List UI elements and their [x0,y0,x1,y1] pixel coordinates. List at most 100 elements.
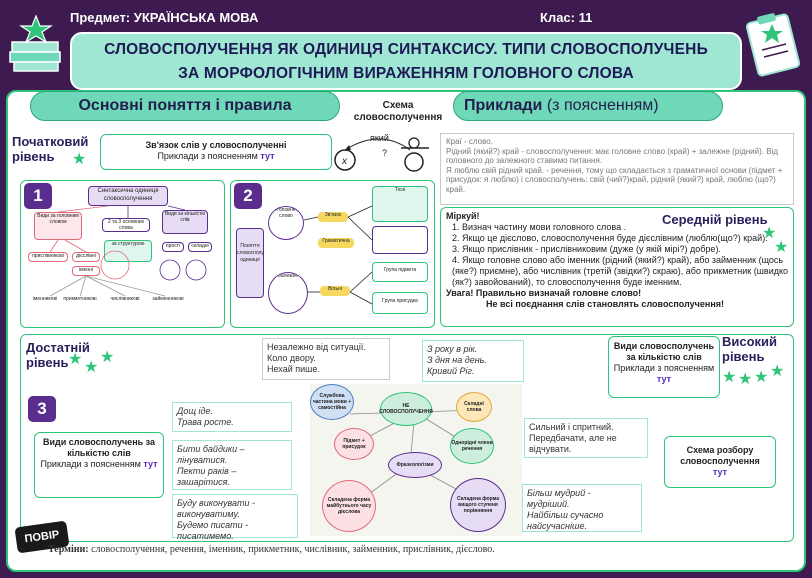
types-box-title: Види словосполучень за кількістю слів [42,437,156,458]
d2-node-a: Головне слово [268,206,304,240]
examples-heading-main: Приклади [464,97,543,114]
mindmap-center: НЕ СЛОВОСПОЛУЧЕННЯ [379,392,433,426]
d2-connectors [303,205,373,305]
d1-node-f: іменні [72,266,100,276]
star-icon: ★ [762,225,777,242]
types-box-2-line: Приклади з поясненням тут [613,363,715,385]
d1-node-a: Види за головним словом [34,212,82,240]
d1-top-node: Синтаксична одиниця словосполучення [88,186,168,206]
example-line-2: Рідний (який?) край - словосполучення: м… [446,146,778,166]
examples-heading-note: (з поясненням) [546,97,659,114]
types-box-text: Приклади з поясненням [40,459,141,469]
d1-node-h: прості [162,242,184,252]
d1-node-g: за структурою [104,240,152,262]
high-level-title: Високий рівень [722,334,778,364]
terms-text: словосполучення, речення, іменник, прикм… [91,544,495,555]
examples-heading: Приклади (з поясненням) [453,91,723,121]
header-bar: Предмет: УКРАЇНСЬКА МОВА Клас: 11 [0,0,812,34]
star-icon: ★ [84,359,99,376]
d2-node-b: Залежне [268,272,308,314]
think-item-1-text: Визнач частину мови головного слова . [462,222,627,232]
sufficient-level-title: Достатній рівень [26,340,90,370]
types-box-2-text: Приклади з поясненням [613,363,715,373]
scheme-diagram: x який ? [334,133,429,172]
d2-node-g: Група підмета [372,262,428,282]
star-icon: ★ [754,369,769,386]
star-icon: ★ [72,151,87,168]
terms-label: Терміни: [48,544,89,555]
star-icon: ★ [738,371,753,388]
books-illustration [9,14,61,72]
scheme-title: Схема словосполучення [353,100,443,123]
star-icon: ★ [68,351,83,368]
mindmap-node-6: Складена форма майбутнього часу дієслова [322,480,376,532]
scheme-question-1: який [370,133,389,143]
mindmap-node-1: Службова частина мови + самостійна [310,384,354,420]
think-item-1: 1. Визнач частину мови головного слова . [452,222,627,232]
example-bubble-6: Буду виконувати - виконуватиму. Будемо п… [172,494,298,541]
example-bubble-2: З року в рік. З дня на день. Кривий Ріг. [422,340,524,382]
example-bubble-1: Незалежно від ситуації. Коло двору. Неха… [262,338,390,380]
types-box-link[interactable]: тут [143,459,158,469]
think-item-4: 4. Якщо головне слово або іменник (рідни… [452,255,789,287]
mindmap-node-3: Підмет + присудок [334,428,374,460]
class-label: Клас: 11 [540,10,593,25]
think-warning-2: Не всі поєднання слів становлять словосп… [486,299,724,309]
types-box-2-title: Види словосполучень за кількістю слів [613,341,715,362]
d2-node-d: Граматична [318,238,354,248]
initial-box: Зв'язок слів у словосполученні Приклади … [100,134,332,170]
think-warning-1: Увага! Правильно визначай головне слово! [446,288,642,298]
d1-node-b: 2 та 3 основних слова [102,218,150,232]
d1-node-k: прикметникові [63,296,97,302]
title-line-2: ЗА МОРФОЛОГІЧНИМ ВИРАЖЕННЯМ ГОЛОВНОГО СЛ… [178,65,634,82]
middle-level-title: Середній рівень [662,212,792,227]
think-item-4-text: Якщо головне слово або іменник (рідний (… [452,255,789,287]
number-badge-1: 1 [24,183,52,209]
mindmap-node-2: Складні слова [456,392,492,422]
d1-node-j: іменникові [32,296,58,302]
think-item-2: 2. Якщо це дієслово, словосполучення буд… [452,233,768,243]
d2-node-e: Вільні [320,286,350,296]
parse-box-link[interactable]: тут [712,467,728,477]
think-item-2-text: Якщо це дієслово, словосполучення буде д… [462,233,768,243]
d2-node-h: Група присудка [372,292,428,314]
star-icon: ★ [722,369,737,386]
d1-node-i: складні [188,242,212,252]
initial-level-title: Початковий рівень [12,134,89,164]
initial-box-title: Зв'язок слів у словосполученні [145,140,287,150]
example-bubble-3: Дощ іде. Трава росте. [172,402,292,432]
number-badge-2: 2 [234,183,262,209]
think-item-3-text: Якщо прислівник - прислівниковим (дуже (… [462,244,721,254]
example-bubble-5: Сильний і спритний. Передбачати, але не … [524,418,648,458]
d1-node-e: дієслівні [72,252,100,262]
d2-node-g-box [372,226,428,254]
example-bubble-7: Більш мудрий - мудріший. Найбільш сучасн… [522,484,642,532]
example-line-3: Я люблю свій рідний край. - речення, том… [446,165,783,194]
scheme-x: x [341,156,348,167]
star-icon: ★ [770,363,785,380]
clipboard-illustration [745,13,801,77]
types-box-line: Приклади з поясненням тут [39,459,159,470]
parse-box-title: Схема розбору словосполучення [680,445,760,466]
d1-node-c: Види за кількістю слів [162,210,208,234]
types-box: Види словосполучень за кількістю слів Пр… [34,432,164,498]
d2-node-f: Тісні [372,186,428,222]
d1-connectors [49,205,207,297]
initial-box-line: Приклади з поясненням тут [101,151,331,162]
title-line-1: СЛОВОСПОЛУЧЕННЯ ЯК ОДИНИЦЯ СИНТАКСИСУ. Т… [104,41,708,58]
think-title: Міркуй! [446,211,480,221]
basic-concepts-heading: Основні поняття і правила [30,91,340,121]
types-box-2-link[interactable]: тут [656,374,672,384]
initial-box-text: Приклади з поясненням [157,151,258,161]
terms-line: Терміни: словосполучення, речення, іменн… [48,544,788,555]
mindmap-node-5: Фразеологізми [388,452,442,478]
initial-box-link[interactable]: тут [260,151,275,161]
think-box: Міркуй! 1. Визнач частину мови головного… [440,207,794,327]
scheme-question-2: ? [382,148,387,158]
page-title: СЛОВОСПОЛУЧЕННЯ ЯК ОДИНИЦЯ СИНТАКСИСУ. Т… [70,32,742,90]
example-line-1: Краї - слово. [446,137,493,146]
star-icon: ★ [774,239,789,256]
star-icon: ★ [100,349,115,366]
types-box-2: Види словосполучень за кількістю слів Пр… [608,336,720,398]
